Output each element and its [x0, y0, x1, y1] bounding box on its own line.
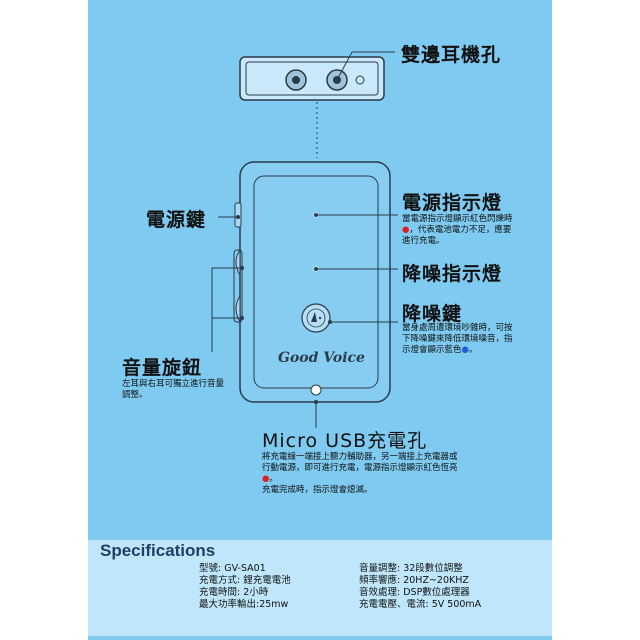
specs-right-column: 音量調整: 32段數位調整 頻率響應: 20HZ~20KHZ 音效處理: DSP…	[359, 563, 481, 611]
usb-port-icon	[310, 384, 322, 396]
spec-item: 音量調整: 32段數位調整	[359, 563, 463, 574]
volume-knob-label: 音量旋鈕	[122, 357, 203, 379]
spec-item: 音效處理: DSP數位處理器	[359, 587, 470, 598]
headphone-jack-label: 雙邊耳機孔	[401, 44, 502, 66]
red-dot-icon-usb: ●	[262, 474, 270, 484]
power-key-label: 電源鍵	[146, 209, 207, 231]
usb-port-label: Micro USB充電孔	[262, 430, 428, 452]
specs-left-column: 型號: GV-SA01 充電方式: 鋰充電電池 充電時間: 2小時 最大功率輸出…	[199, 563, 291, 611]
specifications-title: Specifications	[100, 541, 216, 560]
nr-indicator-label: 降噪指示燈	[402, 263, 503, 285]
nr-key-note: 當身處周遭環境吵雜時，可按下降噪鍵來降低環境噪音，指示燈會顯示藍色●。	[402, 323, 513, 355]
power-indicator-label: 電源指示燈	[402, 192, 503, 214]
spec-item: 最大功率輸出:25mw	[199, 599, 289, 610]
power-indicator-note: 當電源指示燈顯示紅色閃爍時●，代表電池電力不足，應要進行充電。	[402, 214, 513, 246]
specifications-band	[88, 540, 552, 636]
spec-item: 充電時間: 2小時	[199, 587, 269, 598]
device-front-view	[233, 161, 391, 403]
spec-item: 充電電壓、電流: 5V 500mA	[359, 599, 482, 610]
spec-item: 充電方式: 鋰充電電池	[199, 575, 291, 586]
volume-knob-note: 左耳與右耳可獨立進行音量調整。	[122, 379, 225, 400]
nr-key-label: 降噪鍵	[402, 303, 463, 325]
usb-port-note: 將充電線一端接上聽力輔助器，另一端接上充電器或行動電源，即可進行充電，電源指示燈…	[262, 452, 458, 495]
spec-item: 型號: GV-SA01	[199, 563, 266, 574]
brand-logo: Good Voice	[278, 350, 365, 366]
spec-item: 頻率響應: 20HZ~20KHZ	[359, 575, 469, 586]
device-top-view	[239, 56, 385, 101]
red-dot-icon: ●	[402, 225, 410, 235]
blue-dot-icon: ●	[461, 345, 469, 355]
